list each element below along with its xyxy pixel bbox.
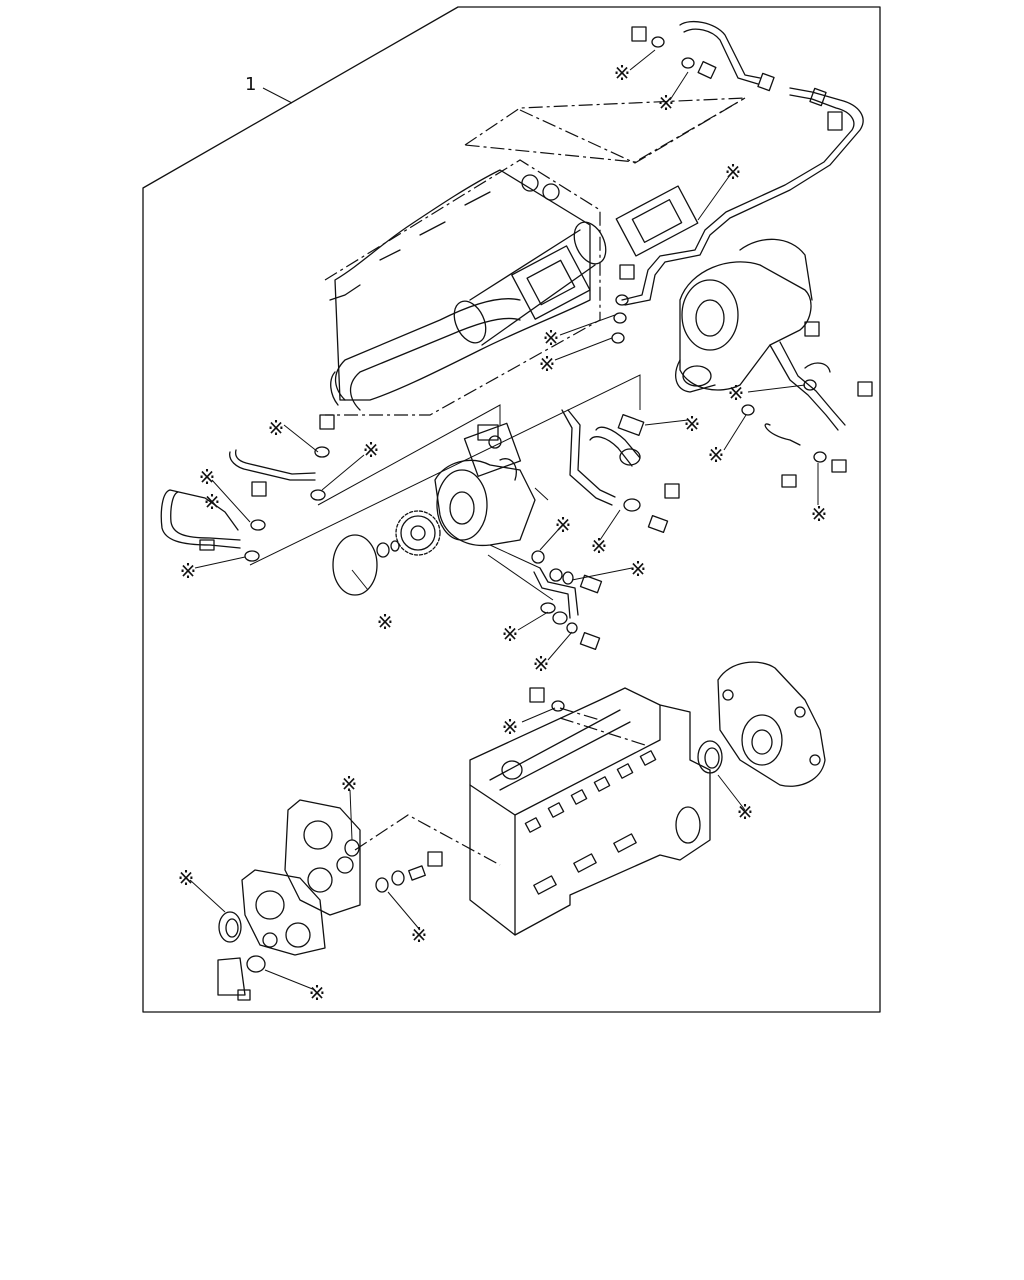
callout-star-13: ※ [708, 443, 725, 467]
rear-oil-seal [697, 740, 723, 774]
oil-feed-pipe-upper [621, 21, 864, 306]
o-ring-large [332, 534, 378, 596]
fuel-pipes-left [160, 371, 339, 562]
kit-frame [142, 6, 881, 1013]
callout-star-9: ※ [204, 490, 221, 514]
callout-star-4: ※ [543, 326, 560, 350]
callout-star-14: ※ [811, 502, 828, 526]
fuel-pipes-lower [487, 544, 603, 651]
oil-return-pipe [764, 341, 846, 446]
fuel-pipes-right [561, 409, 680, 534]
callout-star-24: ※ [178, 866, 195, 890]
cylinder-block [469, 687, 711, 936]
callout-star-17: ※ [555, 513, 572, 537]
callout-star-26: ※ [309, 981, 326, 1005]
callout-star-25: ※ [411, 923, 428, 947]
upper-fasteners [611, 26, 873, 488]
callout-star-16: ※ [591, 534, 608, 558]
gear-nut-washer [376, 540, 400, 558]
lower-guide-lines [354, 707, 601, 866]
callout-star-19: ※ [502, 622, 519, 646]
drive-gear [395, 510, 441, 556]
callout-star-1: ※ [614, 61, 631, 85]
callout-star-2: ※ [658, 91, 675, 115]
callout-star-12: ※ [728, 381, 745, 405]
callout-star-21: ※ [502, 715, 519, 739]
callout-star-10: ※ [180, 559, 197, 583]
lower-fasteners [529, 687, 565, 712]
callout-star-15: ※ [684, 412, 701, 436]
front-o-rings [246, 839, 389, 973]
turbocharger [675, 238, 813, 393]
callout-star-8: ※ [199, 465, 216, 489]
rear-cover [717, 661, 826, 787]
callout-star-5: ※ [539, 352, 556, 376]
middle-guide-lines [317, 404, 549, 506]
callouts: ※ ※ ※ ※ ※ ※ ※ ※ ※ ※ ※ ※ ※ ※ ※ ※ ※ ※ ※ ※ … [178, 49, 828, 1005]
item-number-label: 1 [245, 74, 256, 95]
front-oil-seal [218, 911, 242, 943]
callout-star-3: ※ [725, 160, 742, 184]
callout-star-11: ※ [377, 610, 394, 634]
exhaust-manifold-assembly [324, 97, 746, 416]
fuel-injection-pump [434, 422, 536, 547]
item-number-leader [262, 87, 293, 104]
callout-star-18: ※ [630, 557, 647, 581]
front-fasteners [217, 851, 443, 1001]
callout-star-6: ※ [268, 416, 285, 440]
front-gasket [241, 869, 326, 956]
callout-star-20: ※ [533, 652, 550, 676]
callout-star-23: ※ [341, 772, 358, 796]
front-cover-plate [284, 799, 361, 916]
callout-star-22: ※ [737, 800, 754, 824]
upper-guide-lines [249, 97, 746, 566]
callout-star-7: ※ [363, 438, 380, 462]
